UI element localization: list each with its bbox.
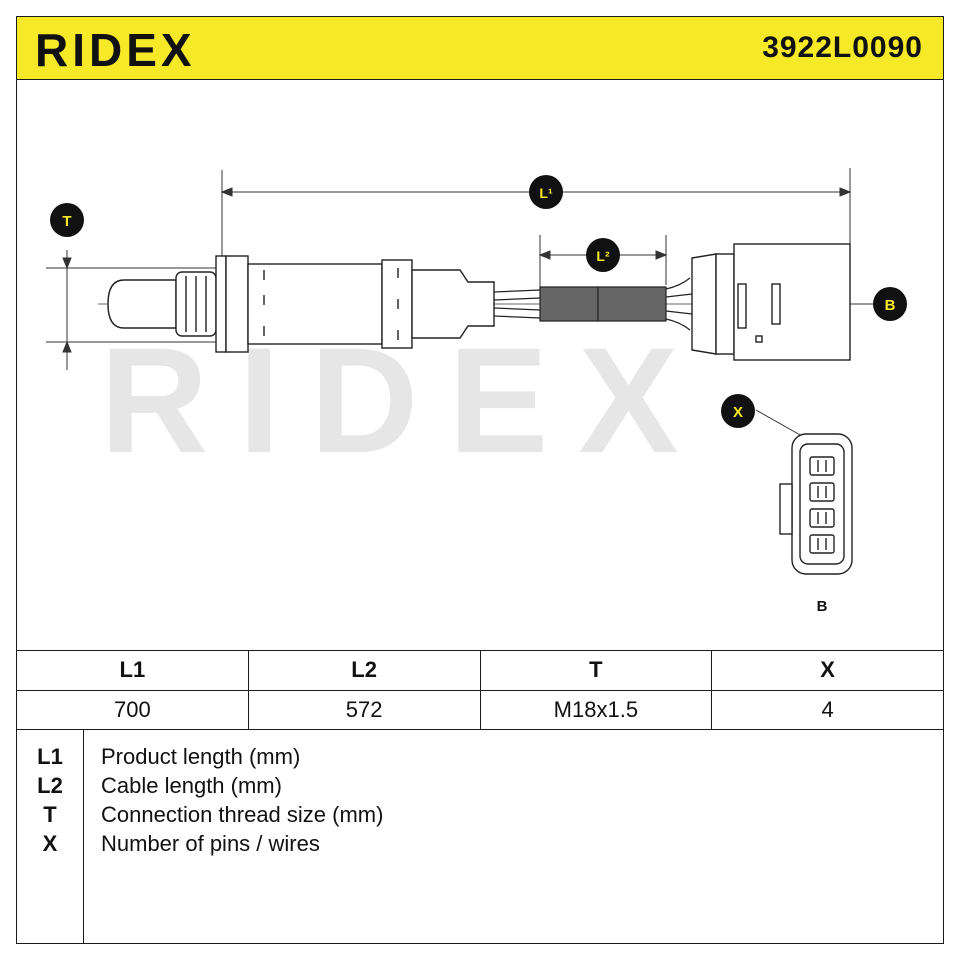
callout-l2: L² <box>586 238 620 272</box>
sensor-plug <box>691 243 851 361</box>
connector-pin <box>809 508 835 528</box>
legend-key: L1 <box>37 744 63 769</box>
oxygen-sensor-body <box>107 255 495 353</box>
legend-key: L2 <box>37 773 63 798</box>
legend-description: Product length (mm) <box>101 744 301 769</box>
callout-t: T <box>50 203 84 237</box>
callout-x-label: X <box>733 404 743 421</box>
header-bar: RIDEX 3922L0090 <box>16 16 944 80</box>
spec-table: L1 L2 T X 700 572 M18x1.5 4 <box>16 650 944 730</box>
sensor-cable <box>493 277 693 331</box>
thread-dimension <box>46 250 216 370</box>
sensor-diagram: RIDEX T L¹ L² <box>46 168 907 615</box>
brand-logo: RIDEX <box>35 24 196 76</box>
part-number: 3922L0090 <box>762 31 923 64</box>
legend-item: L1 Product length (mm) <box>17 744 917 772</box>
connector-pin <box>809 534 835 554</box>
legend-description: Cable length (mm) <box>101 773 282 798</box>
legend-item: L2 Cable length (mm) <box>17 773 917 801</box>
legend-item: X Number of pins / wires <box>17 831 917 859</box>
connector-label: B <box>817 598 828 615</box>
spec-value-x: 4 <box>711 689 944 730</box>
spec-value-l2: 572 <box>247 689 481 730</box>
callout-l1-label: L¹ <box>539 185 553 201</box>
spec-header-row: L1 L2 T X <box>16 650 944 691</box>
legend-item: T Connection thread size (mm) <box>17 802 917 830</box>
callout-x: X <box>721 394 803 437</box>
legend-key: X <box>42 831 58 856</box>
legend-description: Connection thread size (mm) <box>101 802 384 827</box>
callout-l2-label: L² <box>596 248 610 264</box>
callout-l1: L¹ <box>529 175 563 209</box>
legend-description: Number of pins / wires <box>101 831 320 856</box>
spec-value-t: M18x1.5 <box>479 689 713 730</box>
spec-header-l2: L2 <box>247 650 481 691</box>
legend-box: L1 Product length (mm) L2 Cable length (… <box>16 730 944 944</box>
connector-pin <box>809 482 835 502</box>
spec-header-l1: L1 <box>16 650 249 691</box>
spec-value-row: 700 572 M18x1.5 4 <box>16 689 944 730</box>
callout-b-label: B <box>885 297 896 314</box>
spec-value-l1: 700 <box>16 689 249 730</box>
legend-divider <box>83 730 84 944</box>
callout-t-label: T <box>62 213 71 230</box>
legend-key: T <box>43 802 57 827</box>
spec-header-t: T <box>479 650 713 691</box>
connector-pin <box>809 456 835 476</box>
spec-header-x: X <box>711 650 944 691</box>
connector-face <box>779 433 853 575</box>
callout-b: B <box>850 287 907 321</box>
